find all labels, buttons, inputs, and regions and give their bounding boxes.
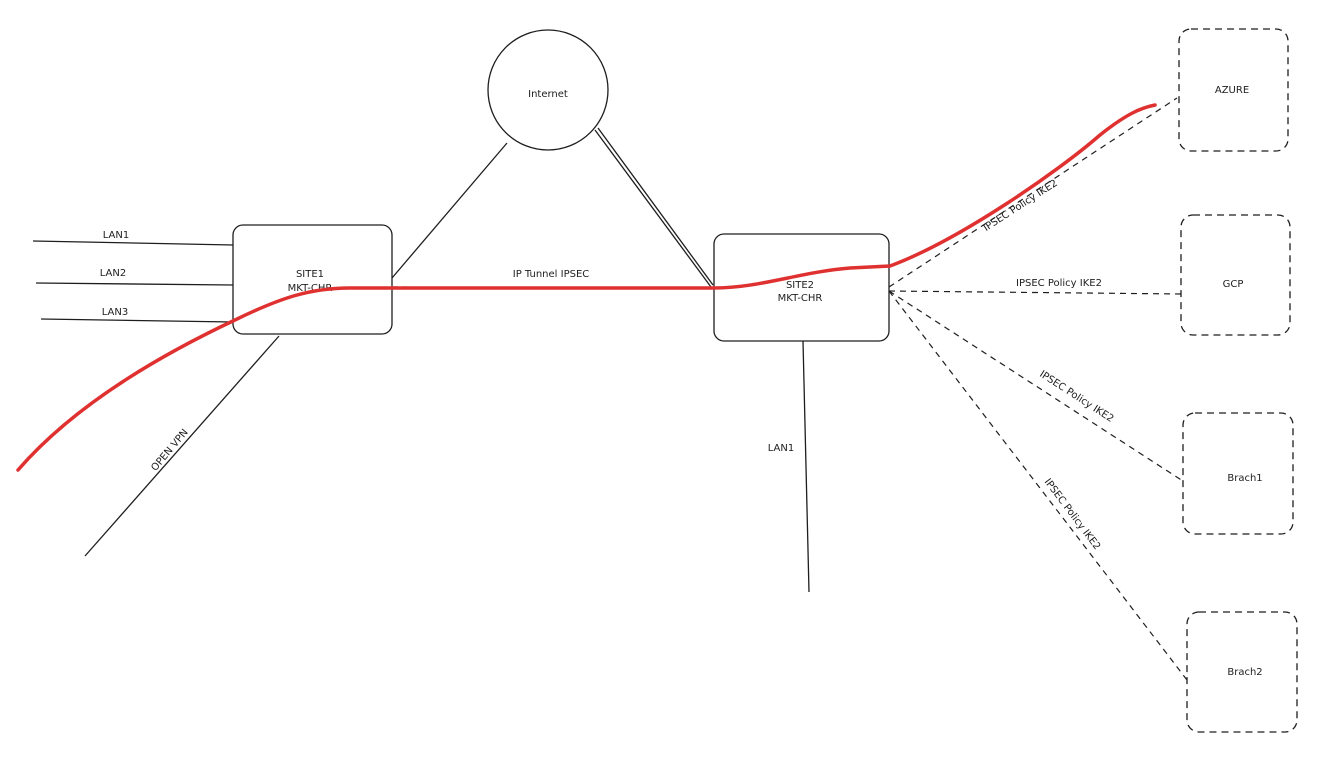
site1-lan3-line xyxy=(40,318,234,323)
azure-node[interactable] xyxy=(1178,28,1289,152)
site2-internet-line-stroke xyxy=(597,127,714,286)
site1-router-node[interactable] xyxy=(232,224,393,335)
branch2-node[interactable] xyxy=(1186,611,1298,733)
gcp-node[interactable] xyxy=(1180,214,1291,336)
site1-lan1-line xyxy=(32,240,234,246)
open-vpn-line xyxy=(84,335,280,557)
branch1-link-line xyxy=(888,290,1187,484)
ipsec-tunnel-label: IP Tunnel IPSEC xyxy=(513,269,590,280)
site1-name: SITE1 xyxy=(296,269,324,280)
site2-lan1-label: LAN1 xyxy=(768,443,794,454)
branch1-node[interactable] xyxy=(1182,412,1294,535)
site1-lan1-label: LAN1 xyxy=(103,230,129,241)
internet-node[interactable] xyxy=(487,29,609,151)
open-vpn-label: OPEN VPN xyxy=(149,427,190,473)
site2-lan1-line xyxy=(802,340,810,593)
azure-link-label: IPSEC Policy IKE2 xyxy=(982,178,1060,234)
branch2-link-label: IPSEC Policy IKE2 xyxy=(1042,477,1103,552)
site1-internet-line xyxy=(391,142,508,279)
azure-link-line xyxy=(888,97,1178,288)
branch1-link-label: IPSEC Policy IKE2 xyxy=(1037,369,1115,425)
internet-label: Internet xyxy=(528,89,568,100)
branch1-label: Brach1 xyxy=(1227,473,1262,484)
site2-internet-line xyxy=(594,129,712,288)
gcp-link-label: IPSEC Policy IKE2 xyxy=(1016,278,1102,289)
site2-model: MKT-CHR xyxy=(778,293,823,304)
site2-name: SITE2 xyxy=(786,280,814,291)
gcp-link-line xyxy=(888,290,1182,295)
highlighted-path xyxy=(16,103,1157,472)
site1-lan2-label: LAN2 xyxy=(100,268,126,279)
site1-model: MKT-CHR xyxy=(288,283,333,294)
azure-label: AZURE xyxy=(1215,85,1249,96)
branch2-label: Brach2 xyxy=(1227,667,1262,678)
branch2-link-line xyxy=(888,290,1188,681)
site1-lan2-line xyxy=(35,282,234,286)
gcp-label: GCP xyxy=(1223,279,1244,290)
site1-lan3-label: LAN3 xyxy=(102,307,128,318)
